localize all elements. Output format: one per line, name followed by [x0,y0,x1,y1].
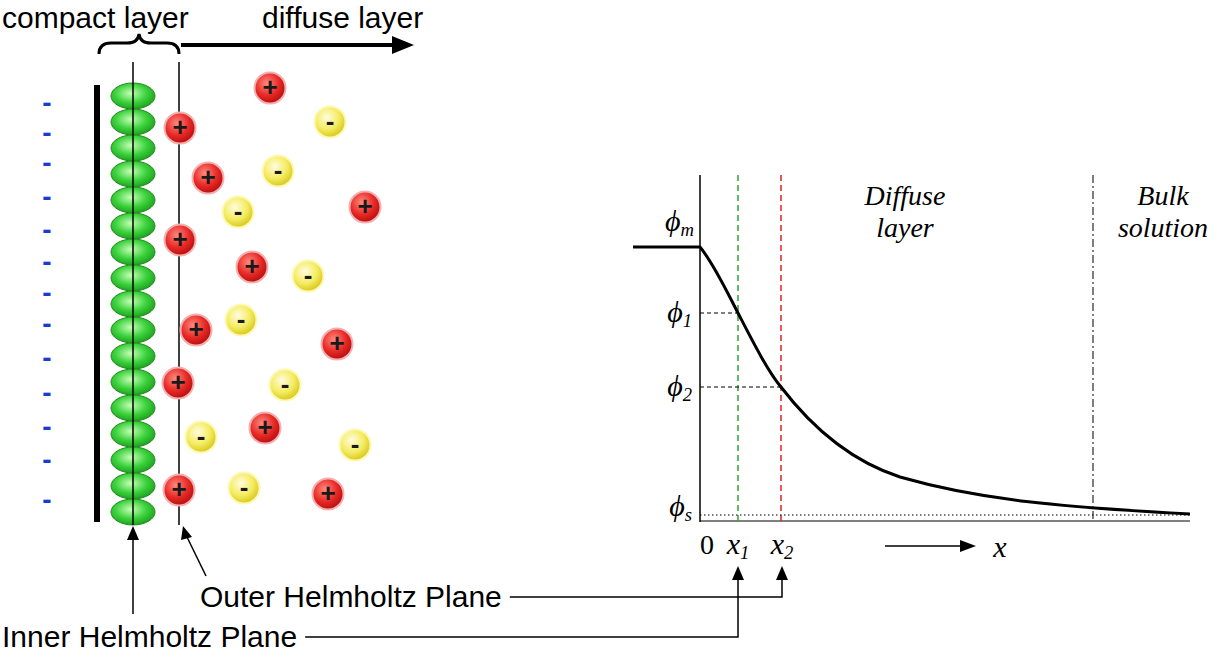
cation-circle: + [163,223,197,257]
potential-label: ϕ1 [667,295,692,332]
phi2-guide [700,387,781,388]
electrode-charge: - [42,147,51,179]
region-label: Bulk solution [1101,180,1225,244]
arrow-head [776,566,788,580]
anion-circle: - [184,420,218,454]
inner-helmholtz-line [132,62,134,525]
potential-label: ϕm [665,204,694,241]
ion-charge: - [227,471,261,505]
ion-charge: - [221,195,255,229]
leader-line [132,538,134,614]
electrode-charge: - [42,377,51,409]
potential-curve [633,247,1190,514]
cation-circle: + [348,190,382,224]
leader-line [510,578,782,597]
anion-circle: - [291,259,325,293]
region-label: Diffuse layer [840,180,970,244]
axis-label: x [993,530,1006,565]
ion-charge: - [313,105,347,139]
cation-circle: + [161,366,195,400]
ion-charge: + [320,327,354,361]
axis-label: 0 [700,529,714,561]
electrode-charge: - [42,214,51,246]
ion-charge: + [348,190,382,224]
leader-line [187,537,206,576]
bulk-boundary [1093,175,1094,521]
ion-charge: + [163,223,197,257]
ion-charge: + [163,111,197,145]
potential-label: ϕs [669,489,692,526]
ion-charge: - [291,259,325,293]
distance-axis [700,521,1190,522]
cation-circle: + [311,477,345,511]
ion-charge: + [191,161,225,195]
anion-circle: - [338,428,372,462]
cation-circle: + [235,250,269,284]
ion-charge: + [253,71,287,105]
arrow-head [181,526,192,540]
cation-circle: + [191,161,225,195]
ion-charge: + [162,473,196,507]
anion-circle: - [224,303,258,337]
phi1-guide [700,313,738,314]
electrode-charge: - [42,444,51,476]
anion-circle: - [221,195,255,229]
ion-charge: + [311,477,345,511]
ion-charge: - [338,428,372,462]
electrode-charge: - [42,411,51,443]
electrode-charge: - [42,181,51,213]
electrode-charge: - [42,342,51,374]
ion-charge: - [224,303,258,337]
compact-brace [99,34,179,54]
arrow-head [960,540,976,552]
cation-circle: + [179,313,213,347]
cation-circle: + [248,411,282,445]
ion-charge: + [248,411,282,445]
cation-circle: + [163,111,197,145]
ion-charge: + [235,250,269,284]
ion-charge: - [184,420,218,454]
outer-plane-marker [780,175,782,521]
potential-label: ϕ2 [667,369,692,406]
layer-heading: compact layer [2,1,189,36]
cation-circle: + [320,327,354,361]
anion-circle: - [261,154,295,188]
ion-charge: - [261,154,295,188]
x-direction-arrow [885,545,962,547]
ion-charge: + [179,313,213,347]
axis-label: x1 [727,527,750,564]
anion-circle: - [227,471,261,505]
anion-circle: - [268,368,302,402]
electrode-charge: - [42,484,51,516]
electrode [94,85,100,522]
ion-charge: - [268,368,302,402]
diffuse-arrow [181,43,396,47]
electrode-charge: - [42,308,51,340]
cation-circle: + [253,71,287,105]
cation-circle: + [162,473,196,507]
electrode-charge: - [42,246,51,278]
inner-plane-marker [737,175,739,521]
arrow-head [392,36,414,54]
electrode-charge: - [42,277,51,309]
potential-axis [699,175,701,522]
arrow-head [127,526,139,540]
plane-label: Inner Helmholtz Plane [2,620,297,655]
anion-circle: - [313,105,347,139]
layer-heading: diffuse layer [262,1,423,36]
electrode-charge: - [42,117,51,149]
axis-label: x2 [771,527,794,564]
phis-guide [700,515,1190,516]
electrode-charge: - [42,87,51,119]
arrow-head [732,566,744,580]
plane-label: Outer Helmholtz Plane [200,580,502,615]
ion-charge: + [161,366,195,400]
